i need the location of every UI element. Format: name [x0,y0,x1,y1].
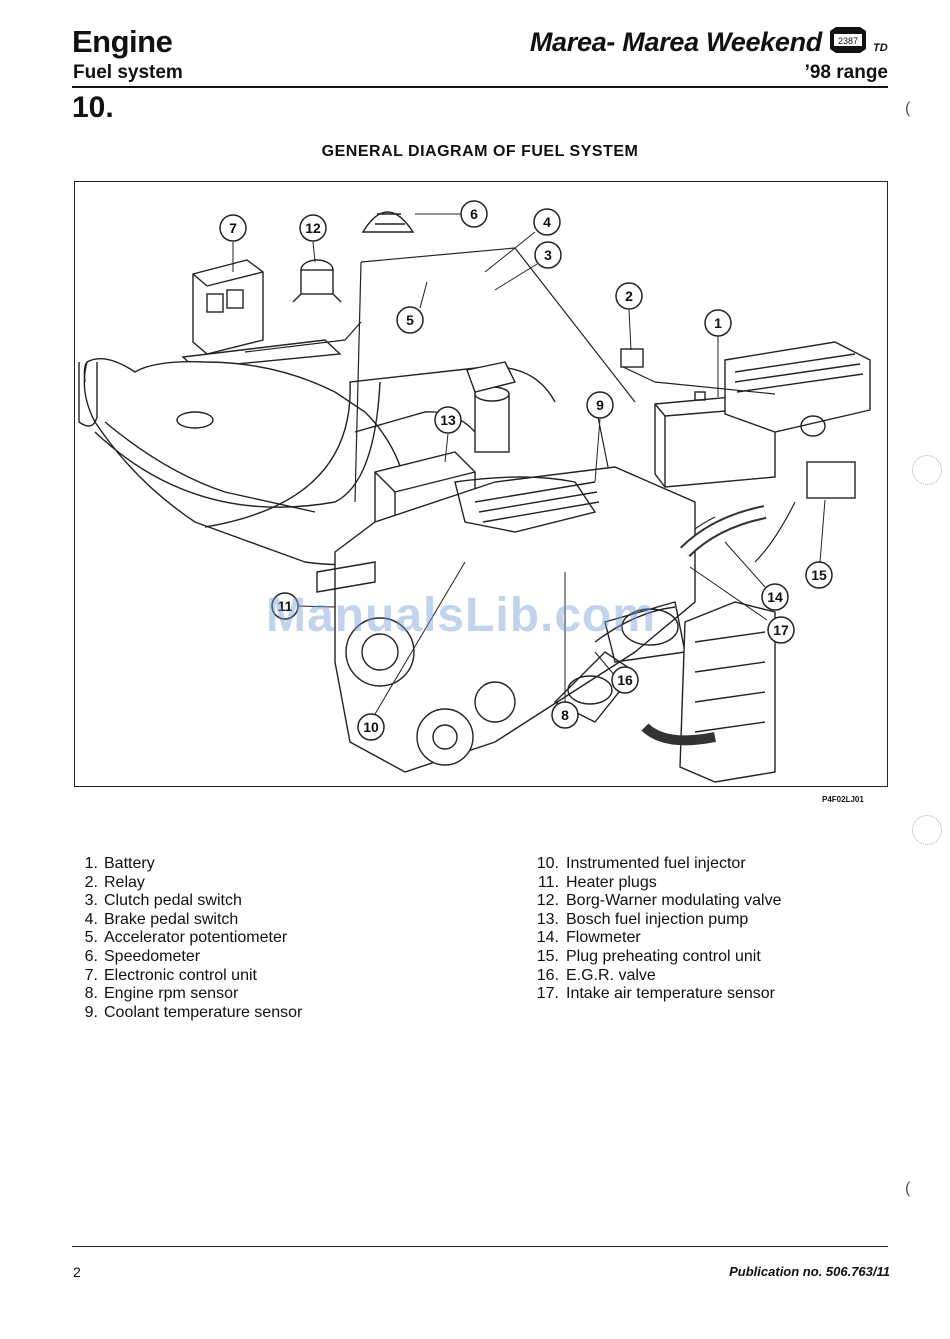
legend-item: 15.Plug preheating control unit [536,947,761,965]
chapter-title: Engine [72,24,173,59]
callout-leaders [232,213,826,715]
margin-bracket: ( [905,1180,911,1197]
svg-text:13: 13 [440,412,456,428]
legend-item: 6.Speedometer [84,947,201,965]
svg-text:16: 16 [617,672,633,688]
svg-text:9: 9 [596,397,604,413]
callout-12: 12 [299,214,327,242]
svg-text:8: 8 [561,707,569,723]
legend-item: 1.Battery [84,855,155,872]
air-filter-illustration [724,341,871,437]
engine-badge-icon: 2387 [826,25,870,55]
callout-7: 7 [219,214,247,242]
legend-item: 16.E.G.R. valve [536,966,656,984]
callout-1: 1 [704,309,732,337]
model-range: ’98 range [804,62,888,83]
ecu-illustration [181,259,342,369]
svg-text:12: 12 [305,220,321,236]
legend-item: 10.Instrumented fuel injector [536,855,746,872]
svg-text:2: 2 [625,288,633,304]
svg-text:1: 1 [714,315,722,331]
legend-item: 2.Relay [84,873,145,891]
punch-hole [912,815,942,845]
callout-14: 14 [761,583,789,611]
page-number: 2 [73,1264,81,1280]
subchapter-title: Fuel system [73,62,183,83]
svg-text:7: 7 [229,220,237,236]
svg-text:15: 15 [811,567,827,583]
callout-3: 3 [534,241,562,269]
callout-5: 5 [396,306,424,334]
header-rule [72,86,888,88]
legend-item: 14.Flowmeter [536,929,641,947]
svg-text:10: 10 [363,719,379,735]
speedometer-illustration [361,211,415,233]
legend-item: 4.Brake pedal switch [84,910,239,928]
fuel-system-diagram: 7 12 6 4 3 5 2 1 9 13 15 14 17 16 8 10 1… [74,181,888,787]
legend-item: 13.Bosch fuel injection pump [536,910,749,928]
figure-title: GENERAL DIAGRAM OF FUEL SYSTEM [321,143,639,160]
preheating-unit-illustration [806,461,856,499]
svg-text:17: 17 [773,622,789,638]
modulating-valve-illustration [292,259,342,303]
callout-8: 8 [551,701,579,729]
callout-6: 6 [460,200,488,228]
legend-item: 11.Heater plugs [537,873,657,891]
legend-item: 7.Electronic control unit [84,966,257,984]
legend-left: 1.Battery 2.Relay 3.Clutch pedal switch … [74,855,303,1022]
callout-11: 11 [271,592,299,620]
model-title: Marea- Marea Weekend [529,27,822,57]
figure-code: P4F02LJ01 [822,795,864,804]
svg-text:5: 5 [406,312,414,328]
callout-2: 2 [615,282,643,310]
callout-9: 9 [586,391,614,419]
footer-rule [72,1246,888,1247]
svg-text:6: 6 [470,206,478,222]
engine-illustration [316,466,696,773]
legend-item: 3.Clutch pedal switch [84,892,242,910]
model-suffix: TD [873,42,888,54]
legend-item: 5.Accelerator potentiometer [84,929,288,947]
legend-item: 12.Borg-Warner modulating valve [536,892,782,910]
margin-bracket: ( [905,100,911,117]
legend-item: 9.Coolant temperature sensor [84,1003,303,1021]
legend-right: 10.Instrumented fuel injector 11.Heater … [531,855,782,1004]
svg-text:2387: 2387 [838,36,858,46]
intercooler-illustration [594,505,776,783]
svg-text:14: 14 [767,589,783,605]
callout-15: 15 [805,561,833,589]
section-number: 10. [72,91,114,124]
svg-text:3: 3 [544,247,552,263]
watermark: ManualsLib.com [266,589,657,642]
fuel-tank-illustration [78,358,406,566]
publication-number: Publication no. 506.763/11 [729,1264,890,1279]
svg-text:11: 11 [278,598,293,614]
callout-4: 4 [533,208,561,236]
callouts: 7 12 6 4 3 5 2 1 9 13 15 14 17 16 8 10 1… [219,200,833,741]
callout-10: 10 [357,713,385,741]
legend-item: 17.Intake air temperature sensor [536,985,775,1003]
callout-16: 16 [611,666,639,694]
legend-item: 8.Engine rpm sensor [84,985,239,1003]
callout-13: 13 [434,406,462,434]
svg-text:4: 4 [543,214,551,230]
punch-hole [912,455,942,485]
callout-17: 17 [767,616,795,644]
